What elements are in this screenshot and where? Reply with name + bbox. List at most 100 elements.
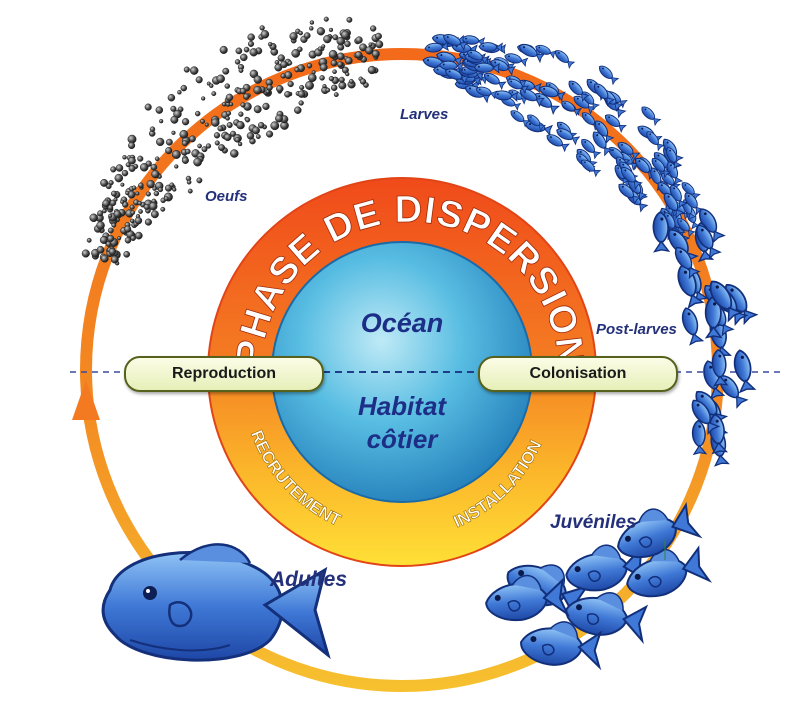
- postlarvae-label: Post-larves: [596, 321, 677, 338]
- egg: [368, 42, 373, 47]
- egg: [344, 56, 353, 65]
- egg: [244, 117, 251, 123]
- larva: [555, 50, 576, 69]
- egg: [186, 179, 192, 185]
- egg: [246, 132, 255, 140]
- egg: [243, 46, 250, 53]
- egg: [107, 234, 115, 243]
- juvenile-fish: [565, 592, 649, 645]
- larva: [504, 53, 529, 68]
- egg: [170, 115, 179, 124]
- juvenile-fish: [485, 574, 570, 622]
- egg: [201, 146, 208, 153]
- egg: [287, 60, 293, 66]
- egg: [181, 140, 188, 147]
- egg: [330, 84, 338, 92]
- postlarva: [681, 307, 705, 346]
- egg: [355, 51, 363, 59]
- larva: [617, 142, 641, 162]
- postlarva: [652, 211, 671, 253]
- adults-label: Adultes: [270, 568, 348, 591]
- egg: [169, 182, 175, 188]
- egg: [280, 60, 288, 69]
- coastal-habitat-label-line1: Habitat: [358, 391, 447, 421]
- egg: [303, 32, 311, 39]
- postlarva: [691, 419, 708, 456]
- egg: [321, 44, 326, 49]
- colonisation-label: Colonisation: [478, 356, 678, 392]
- egg: [319, 75, 325, 81]
- egg: [188, 135, 196, 143]
- egg: [253, 75, 262, 84]
- egg: [179, 129, 189, 139]
- larva: [568, 80, 590, 103]
- egg: [113, 210, 122, 218]
- coastal-habitat-label-line2: côtier: [367, 424, 440, 454]
- egg: [124, 237, 132, 244]
- egg: [305, 81, 314, 90]
- egg: [226, 110, 232, 116]
- postlarva: [691, 399, 721, 436]
- egg: [197, 143, 202, 149]
- juvenile-fish: [617, 501, 703, 559]
- egg: [225, 93, 234, 102]
- egg: [252, 126, 260, 135]
- egg: [128, 165, 136, 172]
- egg: [274, 59, 280, 65]
- egg: [124, 225, 132, 233]
- egg: [134, 231, 143, 240]
- egg: [121, 169, 129, 177]
- egg: [275, 114, 283, 123]
- egg: [177, 90, 182, 95]
- egg: [165, 138, 173, 146]
- egg: [297, 90, 306, 98]
- egg: [344, 40, 351, 48]
- egg: [294, 67, 300, 73]
- egg: [211, 91, 217, 97]
- egg: [239, 87, 247, 95]
- egg: [152, 186, 157, 191]
- egg: [234, 59, 241, 65]
- postlarva: [711, 348, 729, 387]
- egg: [235, 47, 243, 55]
- egg: [337, 61, 344, 68]
- egg: [149, 126, 156, 132]
- juveniles-label: Juvéniles: [550, 512, 637, 533]
- egg: [306, 62, 313, 69]
- larva: [561, 100, 582, 117]
- postlarva: [724, 284, 759, 326]
- egg: [81, 249, 90, 258]
- egg: [130, 210, 136, 215]
- egg: [150, 210, 159, 219]
- larva: [527, 114, 547, 132]
- egg: [253, 85, 262, 95]
- postlarva: [674, 246, 701, 280]
- egg: [111, 222, 117, 228]
- egg: [122, 155, 127, 160]
- egg: [129, 204, 135, 210]
- egg: [253, 105, 262, 114]
- egg: [165, 147, 173, 155]
- larva: [534, 93, 560, 116]
- larva: [473, 62, 500, 74]
- egg: [157, 187, 164, 193]
- larvae-school: [422, 34, 705, 245]
- egg: [375, 40, 384, 49]
- egg: [102, 199, 110, 208]
- egg: [172, 187, 177, 192]
- egg: [107, 204, 114, 211]
- egg: [129, 218, 135, 224]
- egg: [236, 120, 245, 130]
- egg: [204, 122, 209, 127]
- egg: [100, 254, 109, 263]
- egg: [221, 101, 227, 107]
- egg: [243, 93, 250, 100]
- egg: [201, 96, 206, 101]
- egg: [205, 143, 212, 149]
- egg: [226, 121, 233, 129]
- postlarva: [708, 413, 729, 455]
- larva: [599, 65, 620, 86]
- egg: [183, 66, 190, 73]
- egg: [260, 30, 270, 39]
- egg: [348, 78, 354, 84]
